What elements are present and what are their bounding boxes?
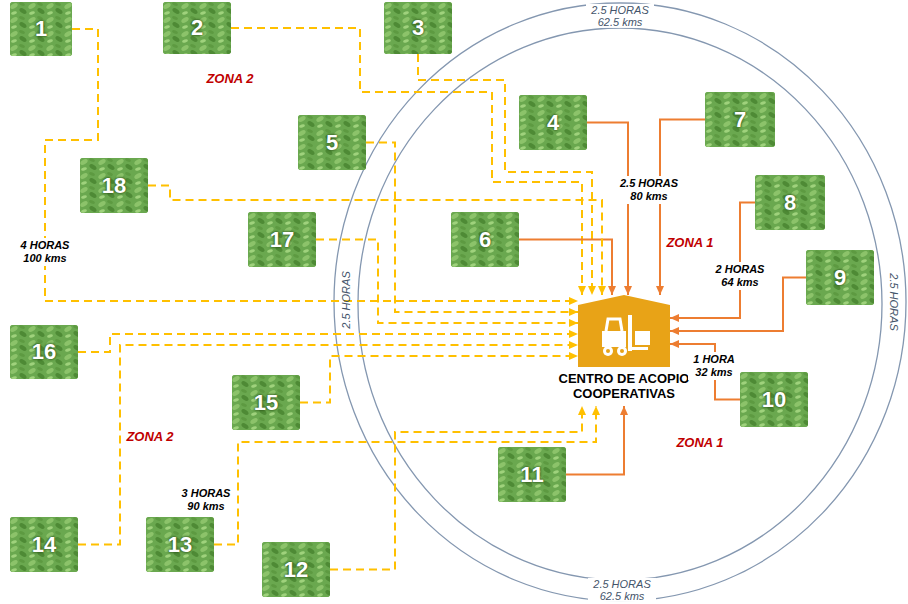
distance-label: 2.5 HORAS	[340, 269, 352, 330]
route-time-label: 2 HORAS 64 kms	[712, 262, 768, 290]
farm-plot: 14	[10, 517, 78, 572]
zone-label: ZONA 1	[674, 435, 725, 450]
farm-number: 8	[755, 190, 825, 216]
farm-plot: 2	[163, 2, 231, 54]
farm-number: 13	[146, 532, 214, 558]
farm-plot: 4	[519, 95, 587, 150]
farm-number: 7	[705, 107, 775, 133]
center-name: CENTRO DE ACOPIO COOPERATIVAS	[554, 371, 694, 404]
distance-label: 2.5 HORAS 62.5 kms	[586, 4, 654, 28]
route-time-label: 1 HORA 32 kms	[688, 352, 740, 380]
warehouse-icon	[578, 295, 670, 367]
zone-label: ZONA 2	[204, 71, 255, 86]
route-time-label: 2.5 HORAS 80 kms	[614, 176, 684, 204]
farm-number: 2	[163, 15, 231, 41]
farm-number: 12	[262, 557, 330, 583]
farm-plot: 8	[755, 175, 825, 230]
farm-number: 3	[384, 15, 452, 41]
farm-number: 17	[248, 227, 316, 253]
farm-number: 5	[298, 130, 366, 156]
farm-plot: 1	[10, 2, 72, 56]
zone2-route	[231, 28, 582, 295]
farm-plot: 9	[806, 250, 874, 305]
zone2-route	[418, 54, 592, 295]
zone2-route	[78, 345, 578, 545]
inner-ring	[358, 28, 882, 580]
zone1-route	[670, 203, 755, 319]
farm-plot: 6	[451, 212, 519, 267]
farm-number: 16	[10, 339, 78, 365]
farm-number: 1	[10, 16, 72, 42]
farm-plot: 17	[248, 212, 316, 267]
farm-plot: 5	[298, 115, 366, 170]
zone2-route	[330, 406, 582, 570]
zone1-route	[660, 120, 705, 296]
zone2-route	[300, 356, 578, 403]
zone2-route	[45, 29, 578, 301]
zone2-route	[316, 240, 578, 324]
zone1-route	[587, 123, 628, 296]
farm-plot: 3	[384, 2, 452, 54]
farm-plot: 10	[740, 372, 808, 427]
farm-number: 18	[80, 173, 148, 199]
farm-number: 14	[10, 532, 78, 558]
farm-plot: 11	[498, 447, 566, 502]
farm-plot: 12	[262, 542, 330, 597]
farm-number: 9	[806, 265, 874, 291]
distance-label: 2.5 HORAS 62.5 kms	[588, 578, 656, 602]
farm-number: 10	[740, 387, 808, 413]
farm-number: 11	[498, 462, 566, 488]
zone1-route	[519, 240, 612, 296]
zone-label: ZONA 1	[664, 235, 715, 250]
zone2-route	[78, 334, 578, 352]
farm-plot: 15	[232, 375, 300, 430]
farm-number: 15	[232, 390, 300, 416]
zone2-route	[366, 143, 578, 313]
zone2-route	[148, 186, 602, 296]
farm-number: 4	[519, 110, 587, 136]
farm-plot: 18	[80, 158, 148, 213]
distance-label: 2.5 HORAS	[888, 271, 900, 332]
zone-label: ZONA 2	[124, 429, 175, 444]
route-time-label: 4 HORAS 100 kms	[17, 238, 73, 266]
farm-plot: 16	[10, 325, 78, 379]
farm-plot: 13	[146, 517, 214, 572]
farm-number: 6	[451, 227, 519, 253]
collection-center: CENTRO DE ACOPIO COOPERATIVAS	[578, 295, 670, 406]
farm-plot: 7	[705, 92, 775, 147]
route-time-label: 3 HORAS 90 kms	[178, 486, 234, 514]
